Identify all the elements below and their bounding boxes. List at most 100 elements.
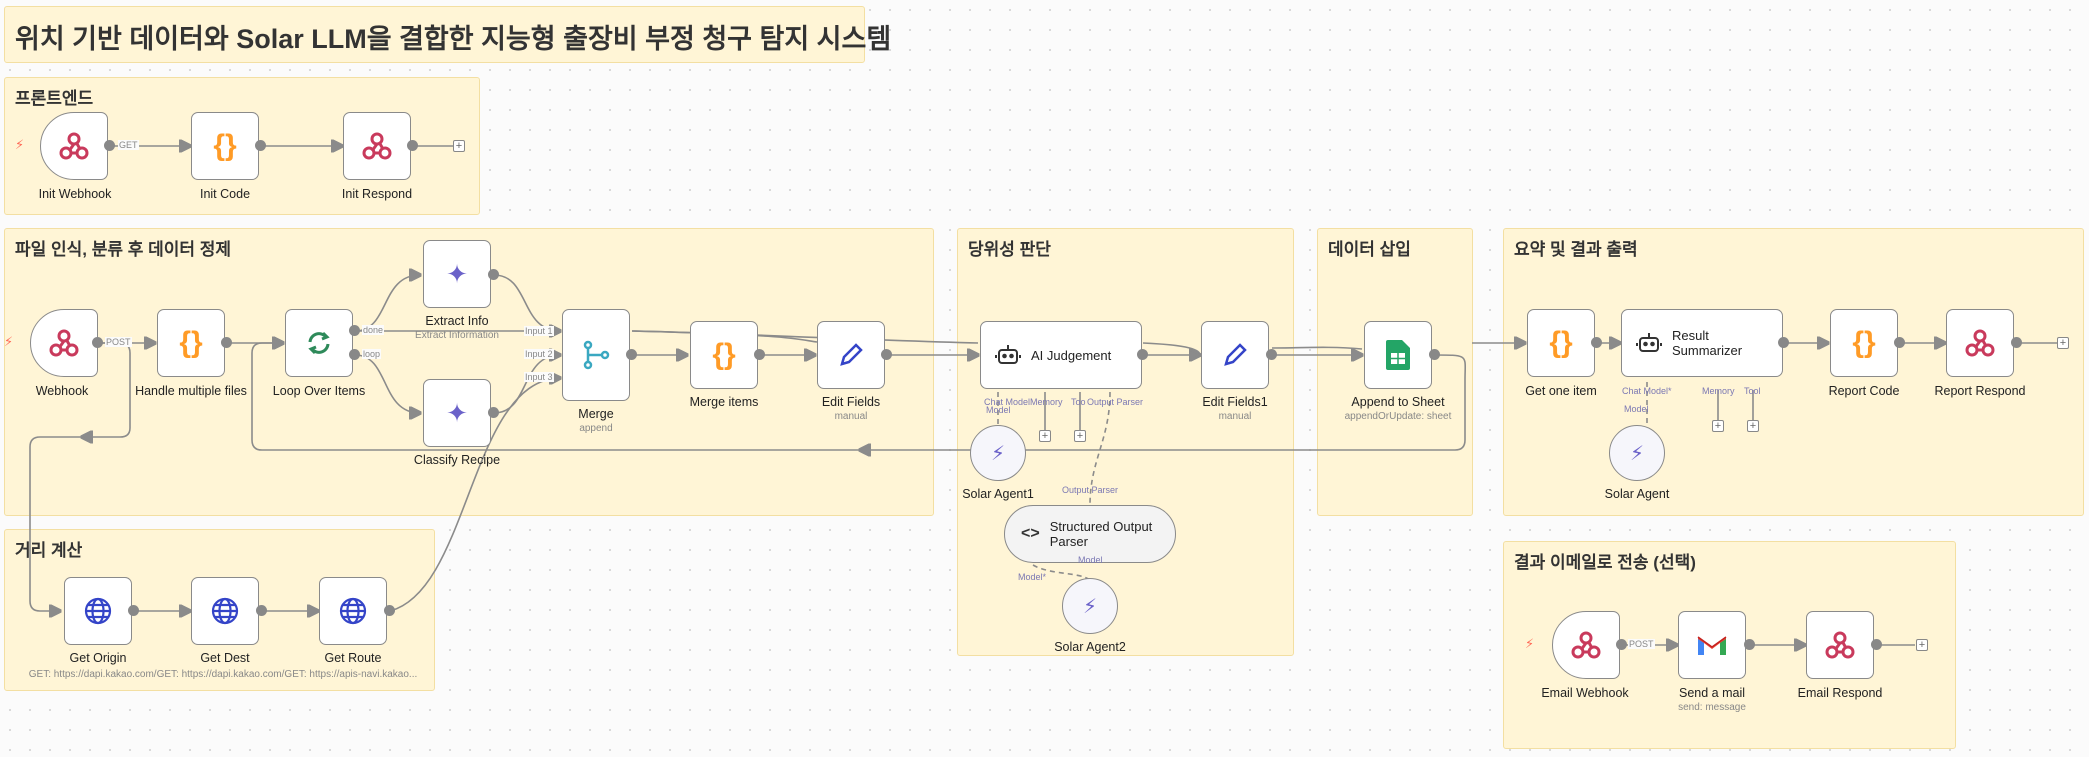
section-title: 당위성 판단 — [968, 240, 1051, 259]
edge-label-input2: Input 2 — [524, 349, 554, 359]
label-get-route: Get Route — [324, 651, 382, 665]
output-port[interactable] — [92, 337, 103, 348]
output-port[interactable] — [255, 140, 266, 151]
code-braces-icon: {} — [712, 338, 736, 371]
edge-label-post-email: POST — [1628, 639, 1655, 649]
output-port[interactable] — [1137, 349, 1148, 360]
node-get-route[interactable] — [319, 577, 387, 645]
node-email-webhook[interactable] — [1552, 611, 1620, 679]
webhook-icon — [1825, 631, 1855, 659]
output-port[interactable] — [407, 140, 418, 151]
node-report-respond[interactable] — [1946, 309, 2014, 377]
node-init-webhook[interactable] — [40, 112, 108, 180]
output-port[interactable] — [128, 605, 139, 616]
node-merge-items[interactable]: {} — [690, 321, 758, 389]
extract-info-sub: Extract Information — [415, 330, 499, 341]
output-port[interactable] — [1778, 337, 1789, 348]
output-port[interactable] — [221, 337, 232, 348]
output-port[interactable] — [488, 407, 499, 418]
node-webhook[interactable] — [30, 309, 98, 377]
robot-icon — [995, 345, 1021, 364]
output-port[interactable] — [1591, 337, 1602, 348]
output-port[interactable] — [104, 140, 115, 151]
label-init-webhook: Init Webhook — [38, 187, 112, 201]
cap-model-summary: Model — [1624, 404, 1649, 414]
add-tool-button[interactable]: + — [1074, 430, 1086, 442]
edge-label-post: POST — [105, 337, 132, 347]
node-solar-agent2[interactable]: ⚡ — [1062, 578, 1118, 634]
workflow-title-note[interactable]: 위치 기반 데이터와 Solar LLM을 결합한 지능형 출장비 부정 청구 … — [4, 6, 891, 63]
node-solar-agent[interactable]: ⚡ — [1609, 425, 1665, 481]
extract-info-title: Extract Info — [425, 314, 489, 328]
node-structured-parser[interactable]: <> Structured Output Parser — [1004, 505, 1176, 563]
add-memory-button[interactable]: + — [1712, 420, 1724, 432]
output-port[interactable] — [881, 349, 892, 360]
node-report-code[interactable]: {} — [1830, 309, 1898, 377]
node-get-origin[interactable] — [64, 577, 132, 645]
output-port[interactable] — [1429, 349, 1440, 360]
section-validity[interactable]: 당위성 판단 — [957, 228, 1294, 656]
node-edit-fields[interactable] — [817, 321, 885, 389]
cap-chat-model-req: Chat Model* — [1622, 386, 1672, 396]
node-handle-files[interactable]: {} — [157, 309, 225, 377]
section-title: 프론트엔드 — [15, 89, 94, 108]
add-node-button[interactable]: + — [2057, 337, 2069, 349]
output-port[interactable] — [1616, 639, 1627, 650]
merge-title: Merge — [578, 407, 614, 421]
output-port[interactable] — [1266, 349, 1277, 360]
add-node-button[interactable]: + — [1916, 639, 1928, 651]
label-get-origin: Get Origin — [69, 651, 127, 665]
code-braces-icon: {} — [1549, 326, 1573, 359]
cap-model: Model — [986, 405, 1011, 415]
output-port[interactable] — [626, 349, 637, 360]
output-port[interactable] — [349, 349, 360, 360]
output-port[interactable] — [256, 605, 267, 616]
node-init-code[interactable]: {} — [191, 112, 259, 180]
node-merge[interactable] — [562, 309, 630, 401]
node-get-one[interactable]: {} — [1527, 309, 1595, 377]
edge-label-get: GET — [118, 140, 139, 150]
node-solar-agent1[interactable]: ⚡ — [970, 425, 1026, 481]
edge-label-input3: Input 3 — [524, 372, 554, 382]
node-init-respond[interactable] — [343, 112, 411, 180]
label-email-webhook: Email Webhook — [1541, 686, 1629, 700]
output-port[interactable] — [349, 325, 360, 336]
cap-output-parser-in: Output Parser — [1062, 485, 1119, 495]
output-port[interactable] — [384, 605, 395, 616]
pencil-icon — [1224, 343, 1247, 366]
robot-icon — [1636, 333, 1662, 352]
node-send-mail[interactable] — [1678, 611, 1746, 679]
webhook-icon — [1571, 631, 1601, 659]
node-classify[interactable]: ✦ — [423, 379, 491, 447]
label-report-respond: Report Respond — [1934, 384, 2026, 398]
node-email-respond[interactable] — [1806, 611, 1874, 679]
label-webhook: Webhook — [35, 384, 89, 398]
node-extract-info[interactable]: ✦ — [423, 240, 491, 308]
node-append-sheet[interactable] — [1364, 321, 1432, 389]
output-port[interactable] — [1871, 639, 1882, 650]
node-result-summarizer[interactable]: Result Summarizer — [1621, 309, 1783, 377]
output-port[interactable] — [2011, 337, 2022, 348]
code-braces-icon: {} — [1852, 326, 1876, 359]
globe-icon — [84, 597, 112, 625]
add-tool-button[interactable]: + — [1747, 420, 1759, 432]
output-port[interactable] — [1744, 639, 1755, 650]
node-loop[interactable] — [285, 309, 353, 377]
label-loop: Loop Over Items — [272, 384, 366, 398]
section-title: 데이터 삽입 — [1328, 240, 1411, 259]
node-ai-judgement[interactable]: AI Judgement — [980, 321, 1142, 389]
trigger-bolt-icon: ⚡ — [15, 137, 25, 152]
output-port[interactable] — [488, 269, 499, 280]
gmail-icon — [1697, 636, 1727, 655]
edit-fields1-sub: manual — [1218, 411, 1252, 422]
node-get-dest[interactable] — [191, 577, 259, 645]
add-memory-button[interactable]: + — [1039, 430, 1051, 442]
label-solar-agent2: Solar Agent2 — [1054, 640, 1126, 654]
output-port[interactable] — [754, 349, 765, 360]
webhook-icon — [59, 132, 89, 160]
output-port[interactable] — [1894, 337, 1905, 348]
globe-icon — [211, 597, 239, 625]
add-node-button[interactable]: + — [453, 140, 465, 152]
solar-icon: ⚡ — [990, 442, 1006, 465]
node-edit-fields1[interactable] — [1201, 321, 1269, 389]
